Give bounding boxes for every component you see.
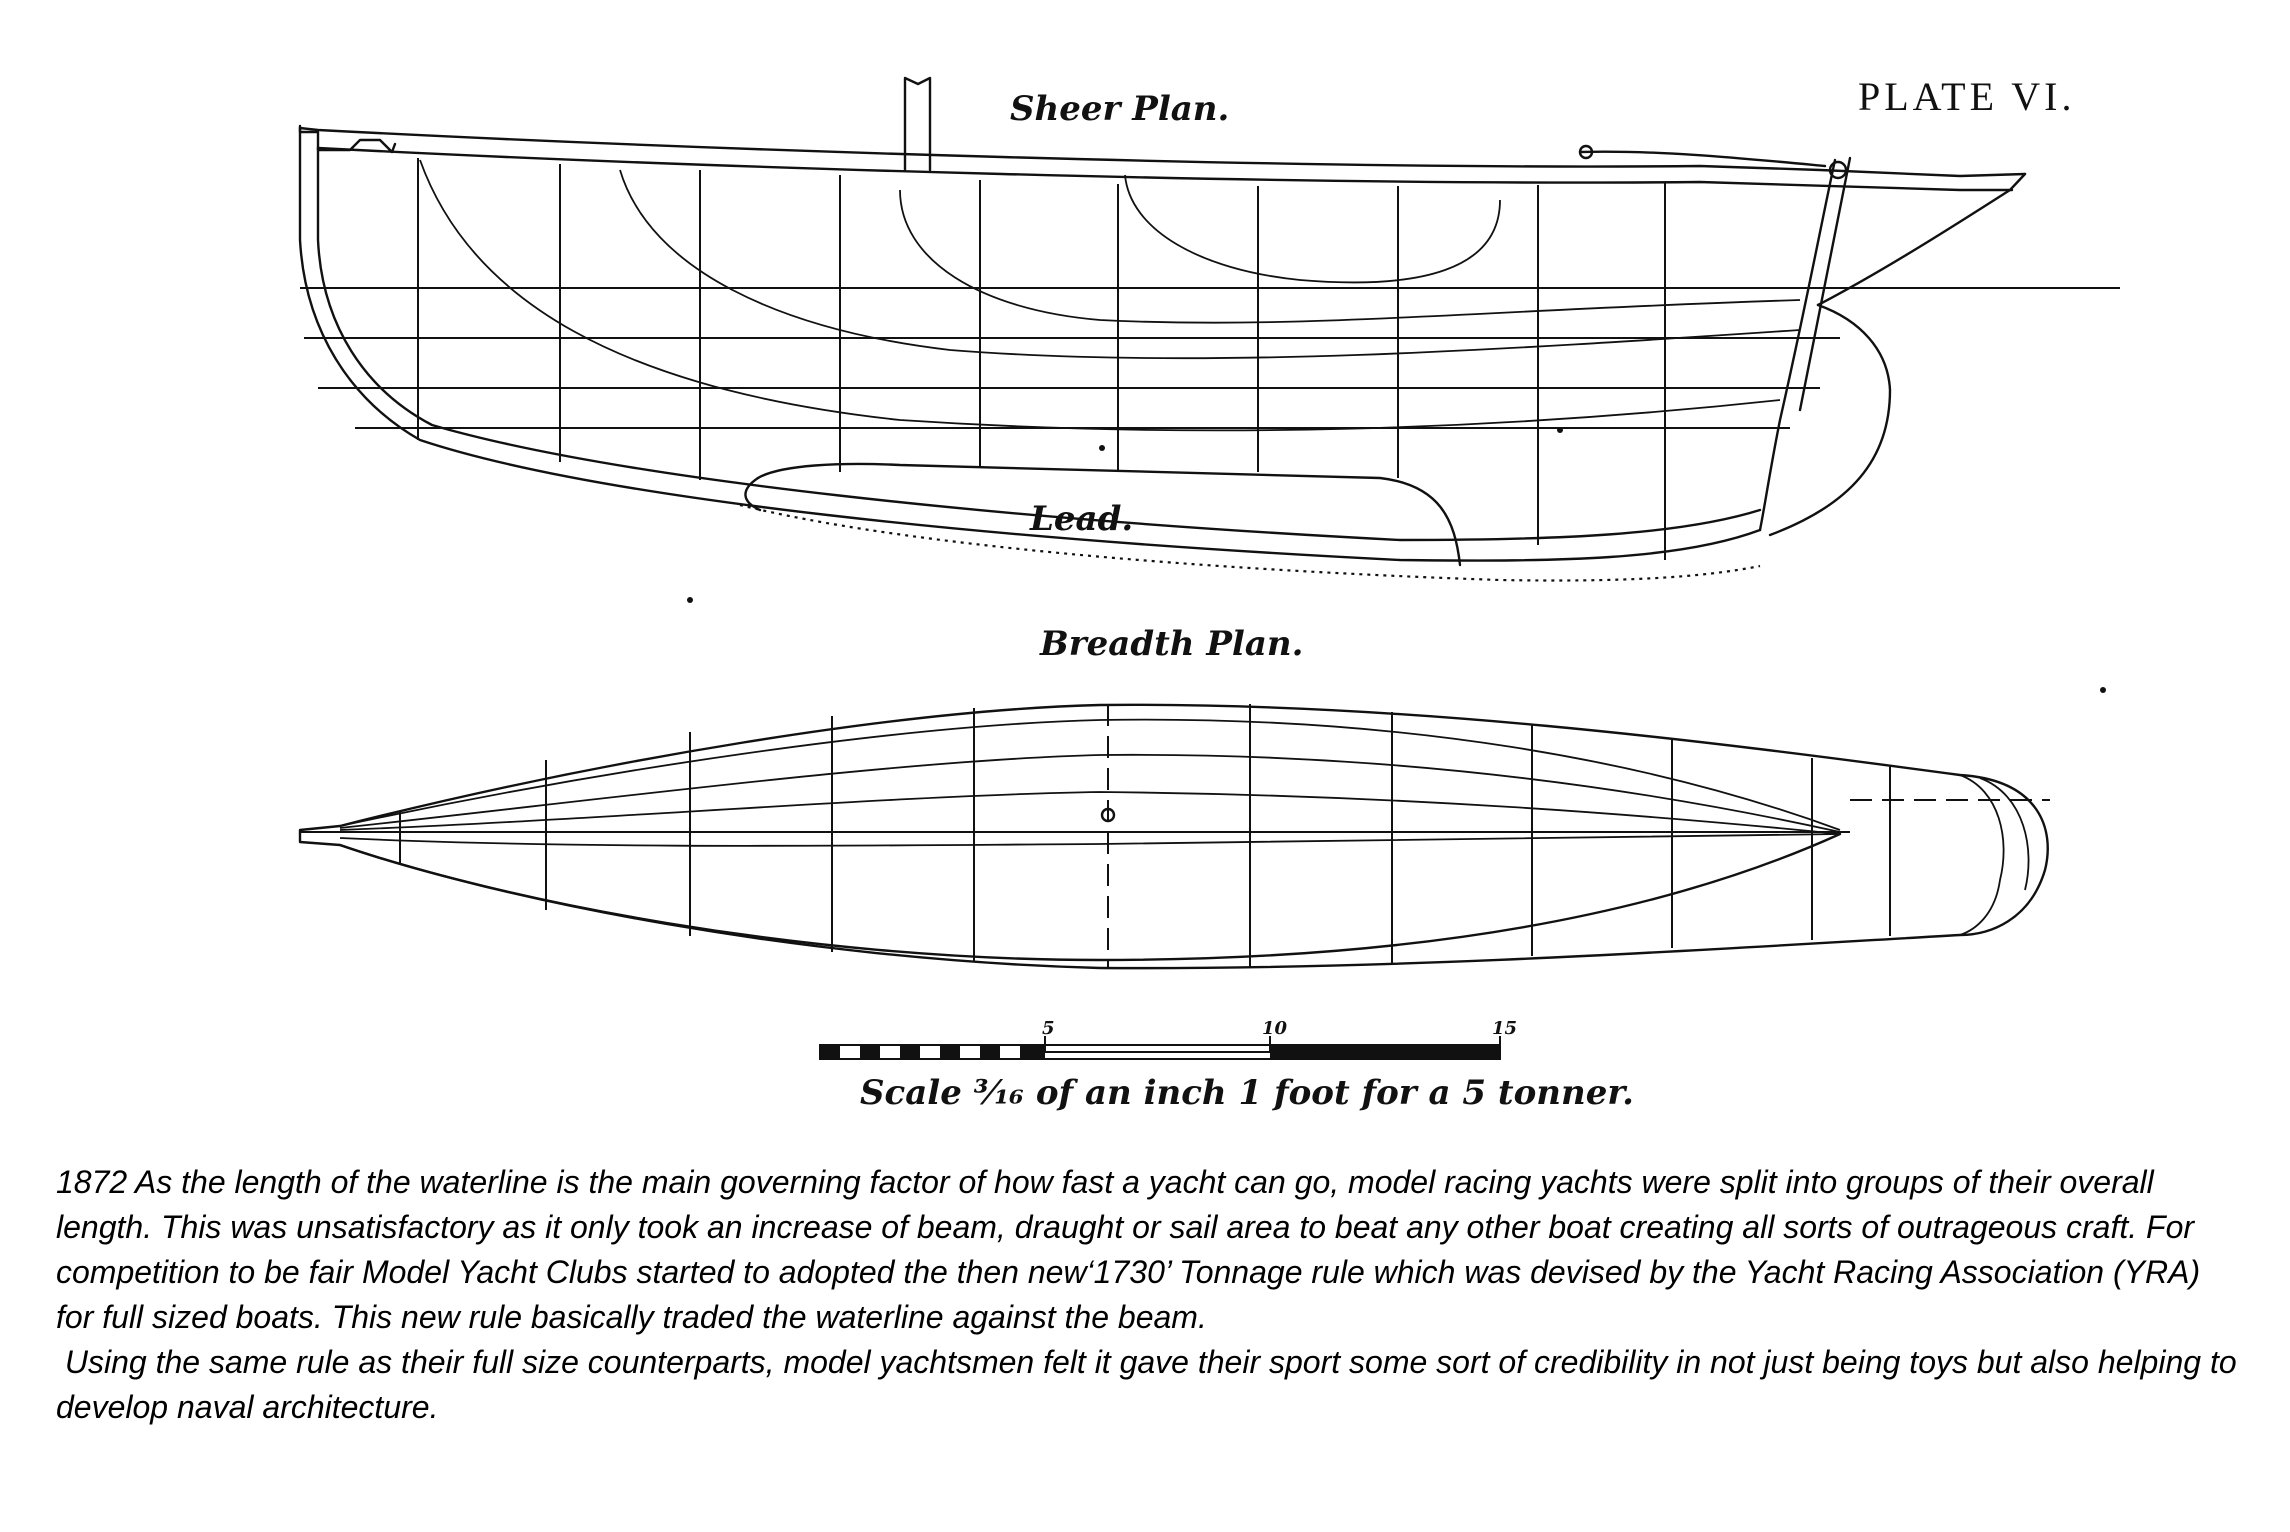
caption-paragraph-1: 1872 As the length of the waterline is t… [56, 1164, 2201, 1335]
caption-paragraph-2: Using the same rule as their full size c… [56, 1344, 2246, 1425]
sheer-plan-label: Sheer Plan. [1010, 89, 1229, 129]
breadth-stations [399, 704, 1891, 968]
lead-label: Lead. [1029, 499, 1133, 539]
sheer-stations [417, 158, 1666, 560]
scale-tick-5: 5 [1042, 1018, 1055, 1039]
scale-bar: 5 10 15 [819, 1018, 1517, 1060]
breadth-plan [298, 687, 2106, 970]
plate-title: PLATE VI. [1858, 74, 2075, 119]
scale-tick-10: 10 [1262, 1018, 1288, 1039]
breadth-plan-label: Breadth Plan. [1039, 624, 1303, 664]
yacht-lines-plate: PLATE VI. Sheer Plan. [298, 74, 2120, 1113]
sheer-plan [298, 76, 2120, 603]
scale-tick-15: 15 [1492, 1018, 1517, 1039]
scale-label: Scale ³⁄₁₆ of an inch 1 foot for a 5 ton… [860, 1073, 1634, 1113]
caption: 1872 As the length of the waterline is t… [56, 1160, 2246, 1430]
